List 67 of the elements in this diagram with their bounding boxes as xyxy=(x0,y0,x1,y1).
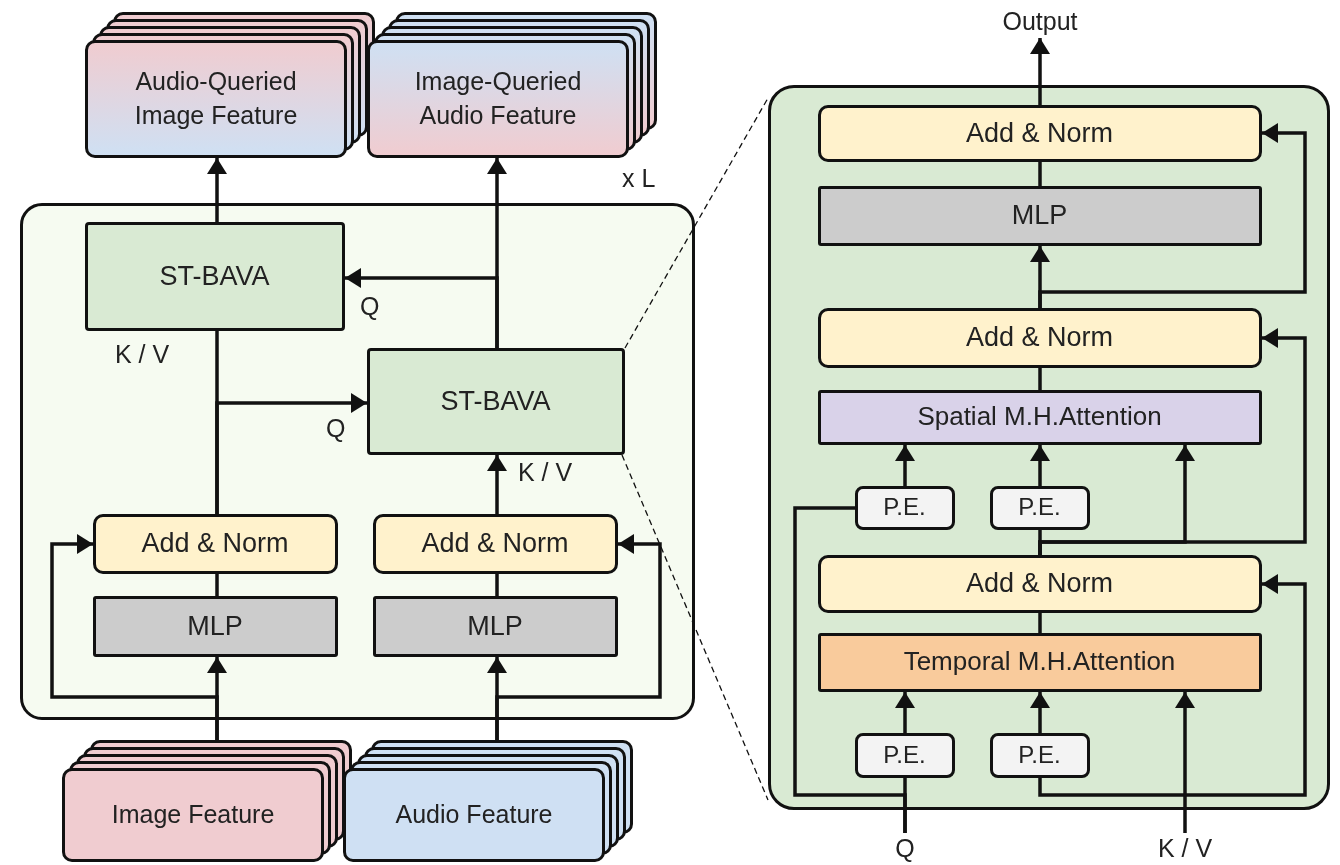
zoom-guide-line xyxy=(621,454,769,801)
zoom-guide-line xyxy=(624,97,769,349)
box-label: Image-Queried Audio Feature xyxy=(414,67,582,129)
arrow xyxy=(345,268,499,348)
process-box xyxy=(854,485,955,530)
process-box xyxy=(92,595,338,657)
edge-label: Q xyxy=(326,414,346,443)
repeat-label: x L xyxy=(622,164,656,193)
arrow xyxy=(50,534,219,740)
stacked-feature-box xyxy=(62,740,352,862)
box-label: Temporal M.H.Attention xyxy=(903,645,1176,679)
arrow xyxy=(495,534,662,740)
box-label: ST-BAVA xyxy=(159,259,270,293)
arrow xyxy=(1030,445,1050,486)
process-box xyxy=(817,307,1262,368)
edge-label: K / V xyxy=(115,340,170,369)
process-box xyxy=(372,595,618,657)
box-label: P.E. xyxy=(883,492,926,523)
arrow xyxy=(1030,38,1050,105)
process-box xyxy=(989,732,1090,778)
stacked-feature-box xyxy=(343,740,633,862)
box-label: MLP xyxy=(1011,199,1068,233)
box-label: ST-BAVA xyxy=(440,384,551,418)
process-box xyxy=(817,185,1262,246)
box-label: Add & Norm xyxy=(141,527,289,561)
process-box xyxy=(817,632,1262,692)
group-container xyxy=(768,85,1330,810)
arrow xyxy=(207,158,227,222)
box-label: MLP xyxy=(467,609,523,643)
stacked-feature-box xyxy=(85,12,375,158)
process-box xyxy=(817,104,1262,162)
arrow xyxy=(895,445,915,486)
process-box xyxy=(366,347,625,455)
process-box xyxy=(817,389,1262,445)
process-box xyxy=(372,513,618,574)
box-label: Add & Norm xyxy=(421,527,569,561)
box-label: Add & Norm xyxy=(965,567,1114,601)
arrow xyxy=(1030,692,1050,733)
arrow xyxy=(215,393,367,514)
box-label: Image Feature xyxy=(111,800,275,829)
arrow xyxy=(487,455,507,514)
process-box xyxy=(92,513,338,574)
box-label: Audio Feature xyxy=(395,800,553,829)
box-label: P.E. xyxy=(883,739,926,770)
group-container xyxy=(20,203,695,720)
arrow xyxy=(1175,692,1195,833)
edge-label: K / V xyxy=(518,458,573,487)
box-label: P.E. xyxy=(1018,739,1061,770)
edge-label: Q xyxy=(360,292,380,321)
box-label: Spatial M.H.Attention xyxy=(917,400,1162,434)
box-label: MLP xyxy=(187,609,243,643)
arrow xyxy=(895,692,915,733)
box-label: Audio-Queried Image Feature xyxy=(134,67,298,129)
arrow xyxy=(1038,123,1307,308)
process-box xyxy=(817,554,1262,613)
io-label: Output xyxy=(985,4,1095,38)
box-label: Add & Norm xyxy=(965,321,1114,355)
arrow xyxy=(1038,574,1307,797)
process-box xyxy=(84,221,345,331)
io-label: Q xyxy=(885,833,925,863)
io-label: K / V xyxy=(1140,833,1230,863)
process-box xyxy=(989,485,1090,530)
stacked-feature-box xyxy=(367,12,657,158)
arrow xyxy=(1038,328,1307,555)
box-label: Add & Norm xyxy=(965,116,1114,150)
box-label: P.E. xyxy=(1018,492,1061,523)
process-box xyxy=(854,732,955,778)
